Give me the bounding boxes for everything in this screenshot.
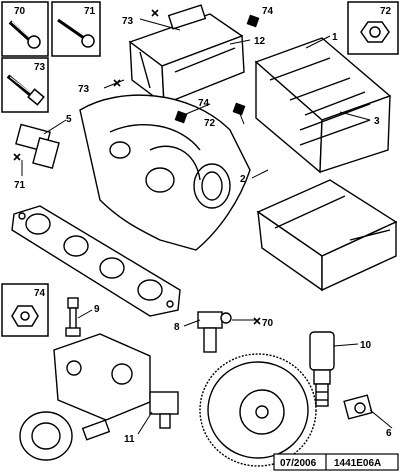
ecu-bracket — [254, 37, 392, 174]
intake-manifold — [79, 94, 251, 251]
sensor-9 — [65, 297, 81, 337]
fastener-74-mid — [174, 110, 188, 124]
ecu-module — [128, 4, 245, 106]
footer: 07/2006 1441E06A — [273, 453, 399, 471]
screw-73-icon — [6, 74, 45, 106]
callout-12: 12 — [254, 36, 266, 47]
screw-70-icon — [8, 20, 41, 49]
leader-lines — [21, 18, 393, 435]
callout-73-top: 73 — [122, 16, 134, 27]
inset-box-74: 74 — [1, 283, 49, 337]
inset-box-71: 71 — [51, 1, 101, 57]
nut-74-icon — [11, 305, 39, 327]
inset-box-73: 73 — [1, 57, 49, 113]
sensor-5 — [15, 123, 60, 170]
callout-1: 1 — [332, 32, 338, 43]
callout-73-mid: 73 — [78, 84, 90, 95]
inset-box-72: 72 — [347, 1, 399, 55]
sensor-8 — [197, 311, 232, 353]
callout-74-mid: 74 — [198, 98, 210, 109]
flywheel — [199, 353, 317, 467]
callout-3: 3 — [374, 116, 380, 127]
callout-70-low: 70 — [262, 318, 274, 329]
inset-box-74-label: 74 — [34, 288, 46, 299]
callout-74-top: 74 — [262, 6, 274, 17]
cross-markers — [13, 9, 261, 325]
nut-72-icon — [360, 21, 390, 43]
callout-10: 10 — [360, 340, 372, 351]
inset-box-72-label: 72 — [380, 6, 392, 17]
screw-71-icon — [57, 18, 95, 48]
inset-box-70: 70 — [1, 1, 49, 57]
callout-9: 9 — [94, 304, 100, 315]
battery-tray — [256, 179, 398, 292]
fastener-72-mid — [232, 102, 246, 116]
callout-11: 11 — [124, 434, 135, 445]
callout-72-mid: 72 — [204, 118, 216, 129]
knock-sensor-6 — [343, 394, 373, 420]
fastener-74-top — [246, 14, 260, 28]
callout-2: 2 — [240, 174, 246, 185]
callout-5: 5 — [66, 114, 72, 125]
injector-10 — [309, 331, 335, 407]
footer-date: 07/2006 — [280, 458, 317, 469]
footer-code: 1441E06A — [334, 458, 381, 469]
callout-71: 71 — [14, 180, 26, 191]
inset-box-70-label: 70 — [14, 6, 26, 17]
callout-6: 6 — [386, 428, 392, 439]
inset-box-73-label: 73 — [34, 62, 46, 73]
sensor-11 — [149, 391, 179, 429]
manifold-flange — [11, 205, 181, 317]
inset-box-71-label: 71 — [84, 6, 96, 17]
callout-8: 8 — [174, 322, 180, 333]
